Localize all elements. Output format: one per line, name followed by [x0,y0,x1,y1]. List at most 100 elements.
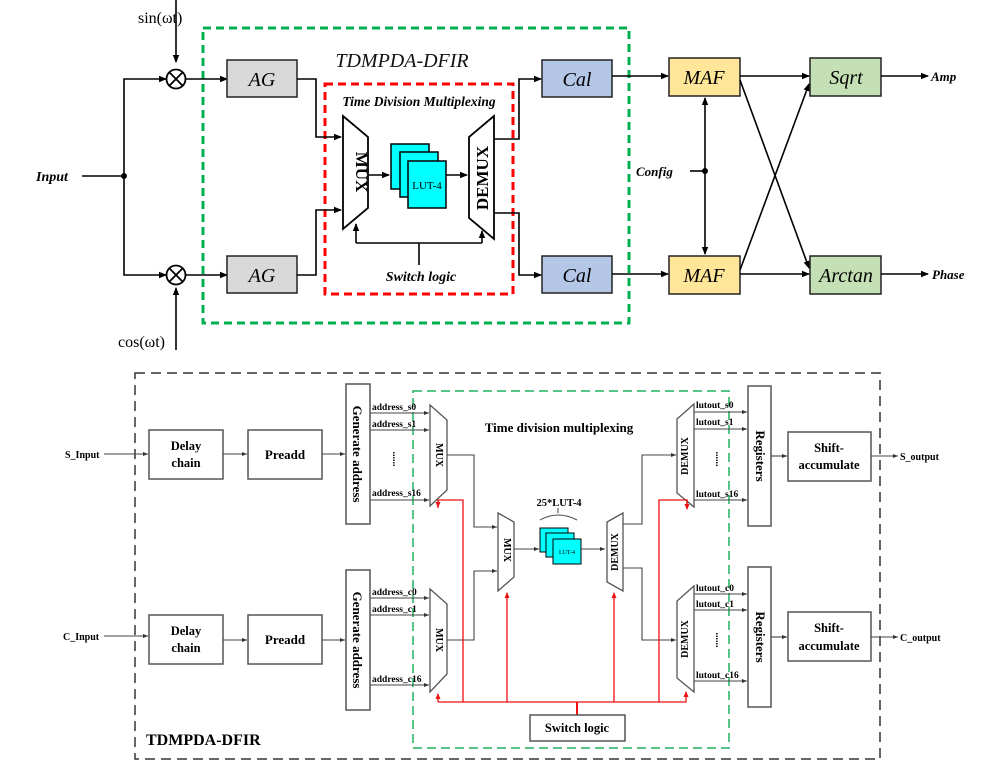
svg-text:LUT-4: LUT-4 [559,550,575,556]
c-input-label: C_Input [63,632,100,643]
svg-text:MUX: MUX [501,538,512,563]
s-preadd: Preadd [247,429,323,480]
svg-text:Registers: Registers [753,611,768,662]
svg-text:DEMUX: DEMUX [680,436,691,475]
s-output-label: S_output [900,452,940,463]
lut-stack-top: LUT-4 [390,143,447,209]
svg-text:......: ...... [713,633,724,649]
maf-block-top: MAF [668,57,741,97]
svg-text:AG: AG [247,265,276,287]
switch-logic-top: Switch logic [386,270,457,285]
center-mux: MUX [497,511,515,593]
s-generate-address: Generate address [345,383,371,525]
bottom-diagram: TDMPDA-DFIR Time division multiplexing S… [63,372,941,760]
c-shift-accumulate: Shift- accumulate [787,611,872,662]
svg-text:LUT-4: LUT-4 [412,180,442,192]
svg-text:Preadd: Preadd [265,632,306,647]
svg-text:Cal: Cal [563,265,592,287]
c-preadd: Preadd [247,614,323,665]
c-address-lines: address_c0 address_c1 address_c16 [370,588,429,687]
sqrt-block: Sqrt [809,57,882,97]
lut-count-label: 25*LUT-4 [536,498,582,509]
mixer-bottom-icon [165,264,187,286]
svg-text:lutout_s1: lutout_s1 [696,418,734,428]
svg-text:address_c0: address_c0 [372,588,417,598]
tdm-region-label: Time division multiplexing [485,420,634,435]
demux-top: DEMUX [468,114,495,241]
svg-text:Generate address: Generate address [350,406,365,503]
svg-text:Preadd: Preadd [265,447,306,462]
c-lutout-lines: lutout_c0 lutout_c1 ...... lutout_c16 [694,584,747,683]
switch-logic-bottom: Switch logic [529,714,626,742]
time-division-multiplexing-region [323,82,515,296]
svg-text:chain: chain [171,641,200,655]
svg-text:Switch logic: Switch logic [545,721,610,735]
svg-text:MAF: MAF [682,67,725,89]
mux-top: MUX [342,114,371,231]
svg-text:......: ...... [390,452,401,468]
mixer-top-icon [165,68,187,90]
svg-text:chain: chain [171,456,200,470]
time-division-multiplexing-label: Time Division Multiplexing [342,94,496,109]
tdmpda-dfir-region [201,26,631,325]
ag-block-top: AG [226,59,298,98]
cos-label: cos(ωt) [118,334,165,351]
c-output-label: C_output [900,633,941,644]
s-registers: Registers [747,385,772,527]
input-to-mixer-bottom [123,176,167,279]
svg-text:MUX: MUX [433,443,444,468]
svg-text:MUX: MUX [352,152,371,193]
c-registers: Registers [747,566,772,708]
svg-text:Cal: Cal [563,69,592,91]
svg-text:address_s16: address_s16 [372,489,421,499]
svg-text:Registers: Registers [753,430,768,481]
svg-text:address_c1: address_c1 [372,605,417,615]
svg-text:MAF: MAF [682,265,725,287]
svg-text:......: ...... [713,452,724,468]
svg-text:lutout_c0: lutout_c0 [696,584,734,594]
c-demux: DEMUX [676,584,695,694]
svg-text:address_c16: address_c16 [372,675,422,685]
sin-label: sin(ωt) [138,10,182,27]
svg-text:Generate address: Generate address [350,592,365,689]
input-to-mixer-top [123,75,167,176]
top-diagram: TDMPDA-DFIR Time Division Multiplexing s… [35,0,965,351]
s-delay-chain: Delay chain [148,429,224,480]
c-generate-address: Generate address [345,569,371,711]
svg-text:address_s0: address_s0 [372,403,416,413]
s-demux: DEMUX [676,402,695,509]
svg-text:Delay: Delay [171,439,202,453]
svg-text:address_s1: address_s1 [372,420,416,430]
svg-text:Arctan: Arctan [817,265,873,287]
svg-text:DEMUX: DEMUX [680,619,691,658]
c-mux: MUX [429,587,448,694]
tdmpda-dfir-frame-label: TDMPDA-DFIR [146,732,261,749]
center-demux: DEMUX [606,511,624,593]
svg-text:lutout_s16: lutout_s16 [696,490,738,500]
phase-output-label: Phase [932,267,965,282]
c-delay-chain: Delay chain [148,614,224,665]
lut-stack-bottom: LUT-4 [539,527,582,565]
svg-text:accumulate: accumulate [798,458,860,472]
svg-text:Sqrt: Sqrt [829,67,863,89]
amp-output-label: Amp [930,69,957,84]
s-shift-accumulate: Shift- accumulate [787,431,872,482]
cal-block-top: Cal [541,59,613,98]
svg-text:lutout_c1: lutout_c1 [696,600,734,610]
tdmpda-dfir-region-label: TDMPDA-DFIR [335,50,468,72]
svg-text:lutout_c16: lutout_c16 [696,671,739,681]
svg-text:MUX: MUX [433,628,444,653]
svg-text:DEMUX: DEMUX [610,532,621,571]
cal-block-bottom: Cal [541,255,613,294]
maf-block-bottom: MAF [668,255,741,295]
tdmpda-dfir-frame [134,372,881,760]
ag-block-bottom: AG [226,255,298,294]
svg-text:AG: AG [247,69,276,91]
svg-text:Shift-: Shift- [814,441,844,455]
arctan-block: Arctan [809,255,882,295]
s-lutout-lines: lutout_s0 lutout_s1 ...... lutout_s16 [694,401,747,502]
svg-text:accumulate: accumulate [798,639,860,653]
input-label: Input [35,170,69,185]
config-label: Config [636,164,673,179]
